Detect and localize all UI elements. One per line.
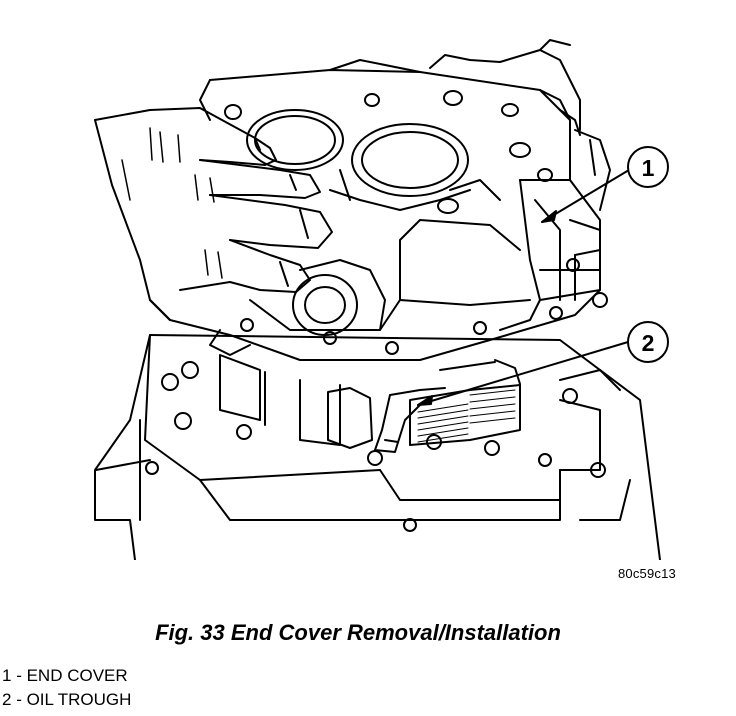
callout-1-circle — [627, 146, 669, 188]
legend-number: 1 — [2, 666, 12, 685]
callout-2-circle — [627, 321, 669, 363]
oil-trough — [374, 387, 446, 453]
legend-separator: - — [11, 690, 27, 709]
transmission-case — [94, 334, 661, 560]
callout-2: 2 — [417, 321, 669, 406]
legend-number: 2 — [2, 690, 12, 709]
right-hand — [429, 39, 611, 211]
callout-1: 1 — [541, 146, 669, 223]
callout-1-number: 1 — [642, 155, 655, 181]
callout-2-number: 2 — [642, 330, 655, 356]
end-cover — [149, 59, 608, 361]
internal-gears — [219, 354, 521, 449]
legend-item-end-cover: 1 - END COVER — [2, 664, 131, 688]
figure-code: 80c59c13 — [618, 566, 676, 581]
legend-label: OIL TROUGH — [26, 690, 132, 709]
legend-separator: - — [11, 666, 27, 685]
legend-label: END COVER — [26, 666, 128, 685]
legend-item-oil-trough: 2 - OIL TROUGH — [2, 688, 131, 712]
callout-legend: 1 - END COVER 2 - OIL TROUGH — [2, 664, 131, 712]
left-hand — [94, 107, 333, 321]
end-cover-illustration: 1 2 — [94, 39, 669, 560]
figure-caption: Fig. 33 End Cover Removal/Installation — [155, 620, 561, 645]
